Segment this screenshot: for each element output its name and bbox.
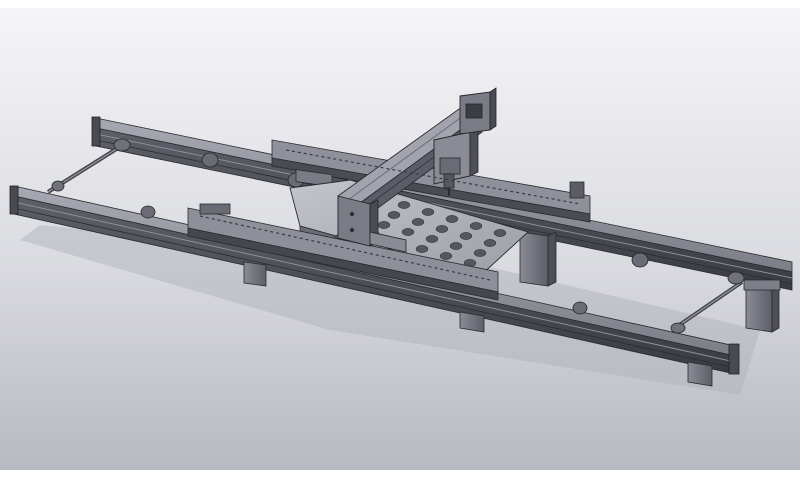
support-leg	[243, 261, 267, 287]
bed-hole	[387, 211, 401, 219]
bed-hole	[483, 239, 497, 247]
support-leg	[519, 231, 557, 287]
bed-hole	[401, 228, 415, 236]
bed-hole	[469, 222, 483, 230]
linear-guide	[199, 149, 581, 281]
gantry-side-bracket	[369, 231, 407, 253]
support-leg	[459, 311, 485, 333]
roller	[140, 205, 156, 219]
bed-hole	[425, 235, 439, 243]
roller	[572, 301, 588, 315]
bed-hole	[377, 221, 391, 229]
bottom-band	[0, 470, 800, 480]
bed-hole	[449, 242, 463, 250]
bed-hole	[411, 218, 425, 226]
support-leg	[687, 361, 713, 387]
bed-hole	[473, 249, 487, 257]
bed-hole	[445, 215, 459, 223]
bed-hole	[459, 232, 473, 240]
bed-hole	[421, 208, 435, 216]
roller	[201, 152, 219, 168]
floor-shadow	[20, 225, 760, 395]
drive-shaft	[670, 271, 745, 334]
bed-hole	[435, 225, 449, 233]
back-carriage	[271, 139, 591, 223]
bed-hole	[493, 229, 507, 237]
motor-bracket	[459, 87, 497, 135]
front-carriage	[187, 203, 499, 301]
top-band	[0, 0, 800, 8]
tool-head	[433, 127, 479, 196]
bed-hole	[397, 201, 411, 209]
roller	[631, 252, 649, 268]
bed-hole	[439, 252, 453, 260]
drive-shaft	[46, 138, 131, 194]
support-leg	[743, 279, 781, 333]
bed-hole	[415, 245, 429, 253]
